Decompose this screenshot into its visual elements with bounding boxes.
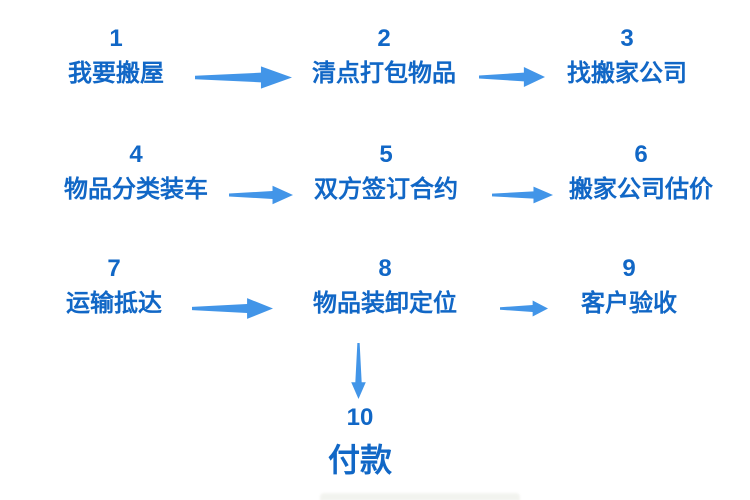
- flow-step-10: 10 付款: [328, 404, 392, 481]
- step-number: 5: [379, 141, 393, 168]
- flow-step-1: 1 我要搬屋: [68, 24, 164, 90]
- arrow-right-icon: [479, 64, 545, 90]
- step-label: 清点打包物品: [312, 60, 456, 87]
- step-number: 3: [620, 25, 634, 52]
- arrow-right-icon: [500, 298, 548, 319]
- arrow-right-icon: [195, 63, 292, 92]
- arrow-right-icon: [192, 295, 273, 322]
- step-number: 2: [377, 25, 391, 52]
- flow-step-3: 3 找搬家公司: [567, 24, 687, 90]
- step-label: 找搬家公司: [567, 60, 687, 87]
- step-number: 1: [109, 25, 123, 52]
- arrow-down-icon: [349, 343, 368, 399]
- flow-step-6: 6 搬家公司估价: [569, 140, 713, 206]
- step-label: 双方签订合约: [314, 176, 458, 203]
- step-label: 我要搬屋: [68, 60, 164, 87]
- step-number: 7: [107, 255, 121, 282]
- cutoff-content-hint: [320, 493, 520, 500]
- step-number: 6: [634, 141, 648, 168]
- step-number: 9: [622, 255, 636, 282]
- step-label: 搬家公司估价: [569, 176, 713, 203]
- flow-step-7: 7 运输抵达: [66, 254, 162, 320]
- step-label: 运输抵达: [66, 290, 162, 317]
- step-label: 物品分类装车: [64, 176, 208, 203]
- flow-step-8: 8 物品装卸定位: [313, 254, 457, 320]
- step-number: 8: [378, 255, 392, 282]
- step-label: 物品装卸定位: [313, 290, 457, 317]
- flow-step-5: 5 双方签订合约: [314, 140, 458, 206]
- step-label: 客户验收: [581, 290, 677, 317]
- step-number: 4: [129, 141, 143, 168]
- step-number: 10: [346, 404, 374, 431]
- flow-step-4: 4 物品分类装车: [64, 140, 208, 206]
- step-label: 付款: [327, 442, 393, 478]
- flow-step-2: 2 清点打包物品: [312, 24, 456, 90]
- flow-step-9: 9 客户验收: [581, 254, 677, 320]
- arrow-right-icon: [492, 184, 553, 206]
- arrow-right-icon: [229, 183, 293, 207]
